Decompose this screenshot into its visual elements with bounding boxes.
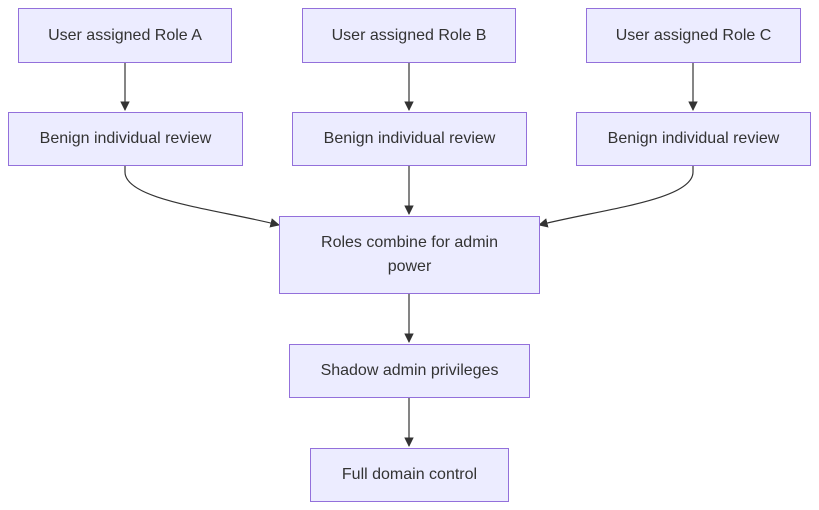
edge-review-c-to-combine bbox=[538, 166, 694, 228]
node-domain: Full domain control bbox=[310, 448, 509, 502]
node-shadow-label: Shadow admin privileges bbox=[320, 362, 499, 379]
node-role-a-label: User assigned Role A bbox=[48, 26, 202, 44]
node-combine-label: Roles combine for admin power bbox=[321, 234, 498, 275]
node-review-b-label: Benign individual review bbox=[323, 130, 496, 147]
node-combine: Roles combine for admin power bbox=[279, 216, 540, 294]
node-review-a-label: Benign individual review bbox=[39, 130, 212, 147]
node-review-c: Benign individual review bbox=[576, 112, 811, 166]
node-review-c-label: Benign individual review bbox=[607, 130, 780, 147]
node-role-b-label: User assigned Role B bbox=[331, 26, 487, 44]
node-review-b: Benign individual review bbox=[292, 112, 527, 166]
node-review-a: Benign individual review bbox=[8, 112, 243, 166]
node-domain-label: Full domain control bbox=[341, 466, 478, 483]
edge-review-a-to-combine bbox=[124, 166, 280, 228]
node-role-b: User assigned Role B bbox=[302, 8, 516, 63]
node-role-c-label: User assigned Role C bbox=[615, 26, 772, 44]
node-role-c: User assigned Role C bbox=[586, 8, 801, 63]
node-role-a: User assigned Role A bbox=[18, 8, 232, 63]
node-shadow: Shadow admin privileges bbox=[289, 344, 530, 398]
